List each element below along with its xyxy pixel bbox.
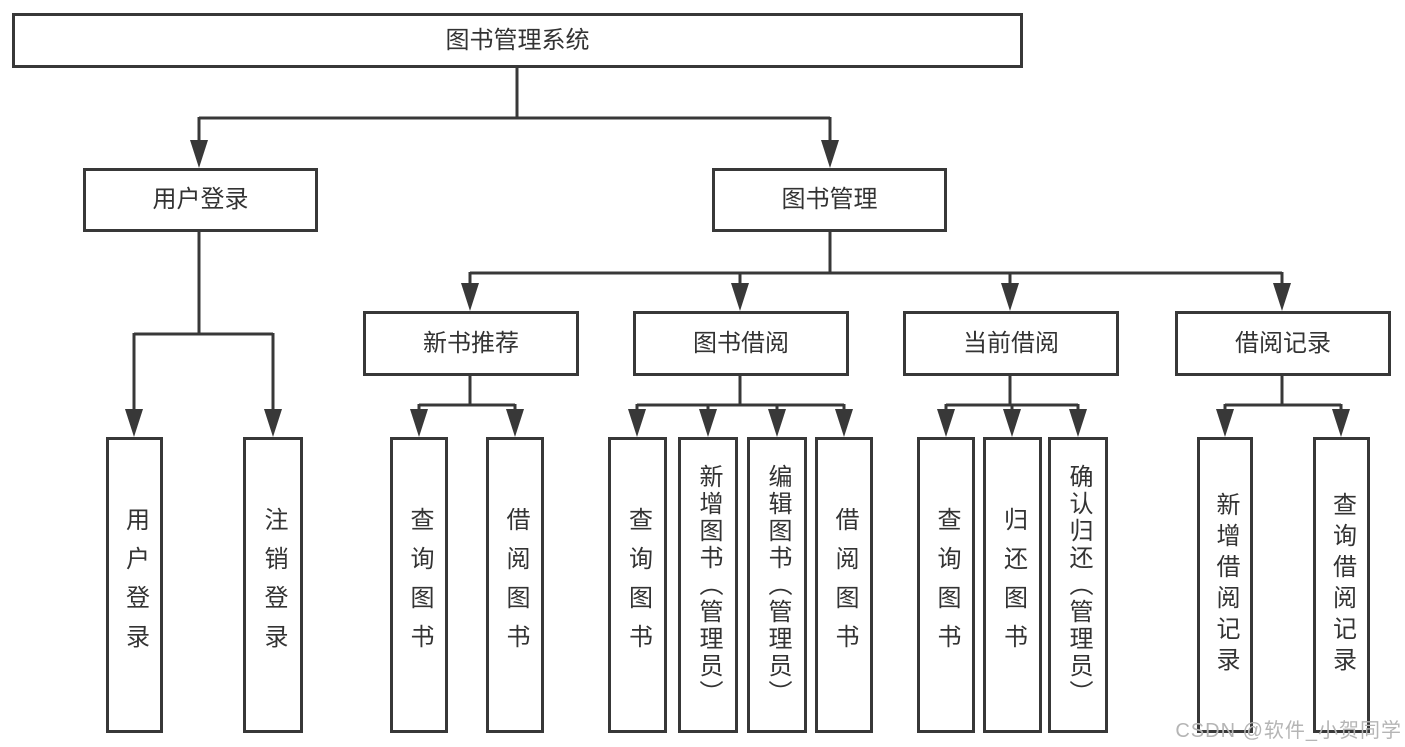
node-query-borrow-record: 查询借阅记录 xyxy=(1313,437,1370,733)
node-user-login: 用户登录 xyxy=(83,168,318,232)
node-borrow-books-recommend: 借阅图书 xyxy=(486,437,544,733)
node-current-borrow: 当前借阅 xyxy=(903,311,1119,376)
node-add-books-admin: 新增图书（管理员） xyxy=(678,437,738,733)
arrowhead-icons xyxy=(125,140,1350,437)
node-library-management-system: 图书管理系统 xyxy=(12,13,1023,68)
node-query-books-current: 查询图书 xyxy=(917,437,975,733)
node-new-book-recommend: 新书推荐 xyxy=(363,311,579,376)
csdn-watermark: CSDN @软件_小贺同学 xyxy=(1175,720,1402,742)
node-borrow-books: 借阅图书 xyxy=(815,437,873,733)
node-query-books-borrow: 查询图书 xyxy=(608,437,667,733)
node-return-books: 归还图书 xyxy=(983,437,1042,733)
node-leaf-user-login: 用户登录 xyxy=(106,437,163,733)
node-query-books-recommend: 查询图书 xyxy=(390,437,448,733)
node-confirm-return-admin: 确认归还（管理员） xyxy=(1048,437,1108,733)
node-edit-books-admin: 编辑图书（管理员） xyxy=(747,437,807,733)
node-leaf-logout: 注销登录 xyxy=(243,437,303,733)
node-book-borrow: 图书借阅 xyxy=(633,311,849,376)
node-book-management: 图书管理 xyxy=(712,168,947,232)
node-borrow-records: 借阅记录 xyxy=(1175,311,1391,376)
node-add-borrow-record: 新增借阅记录 xyxy=(1197,437,1253,733)
